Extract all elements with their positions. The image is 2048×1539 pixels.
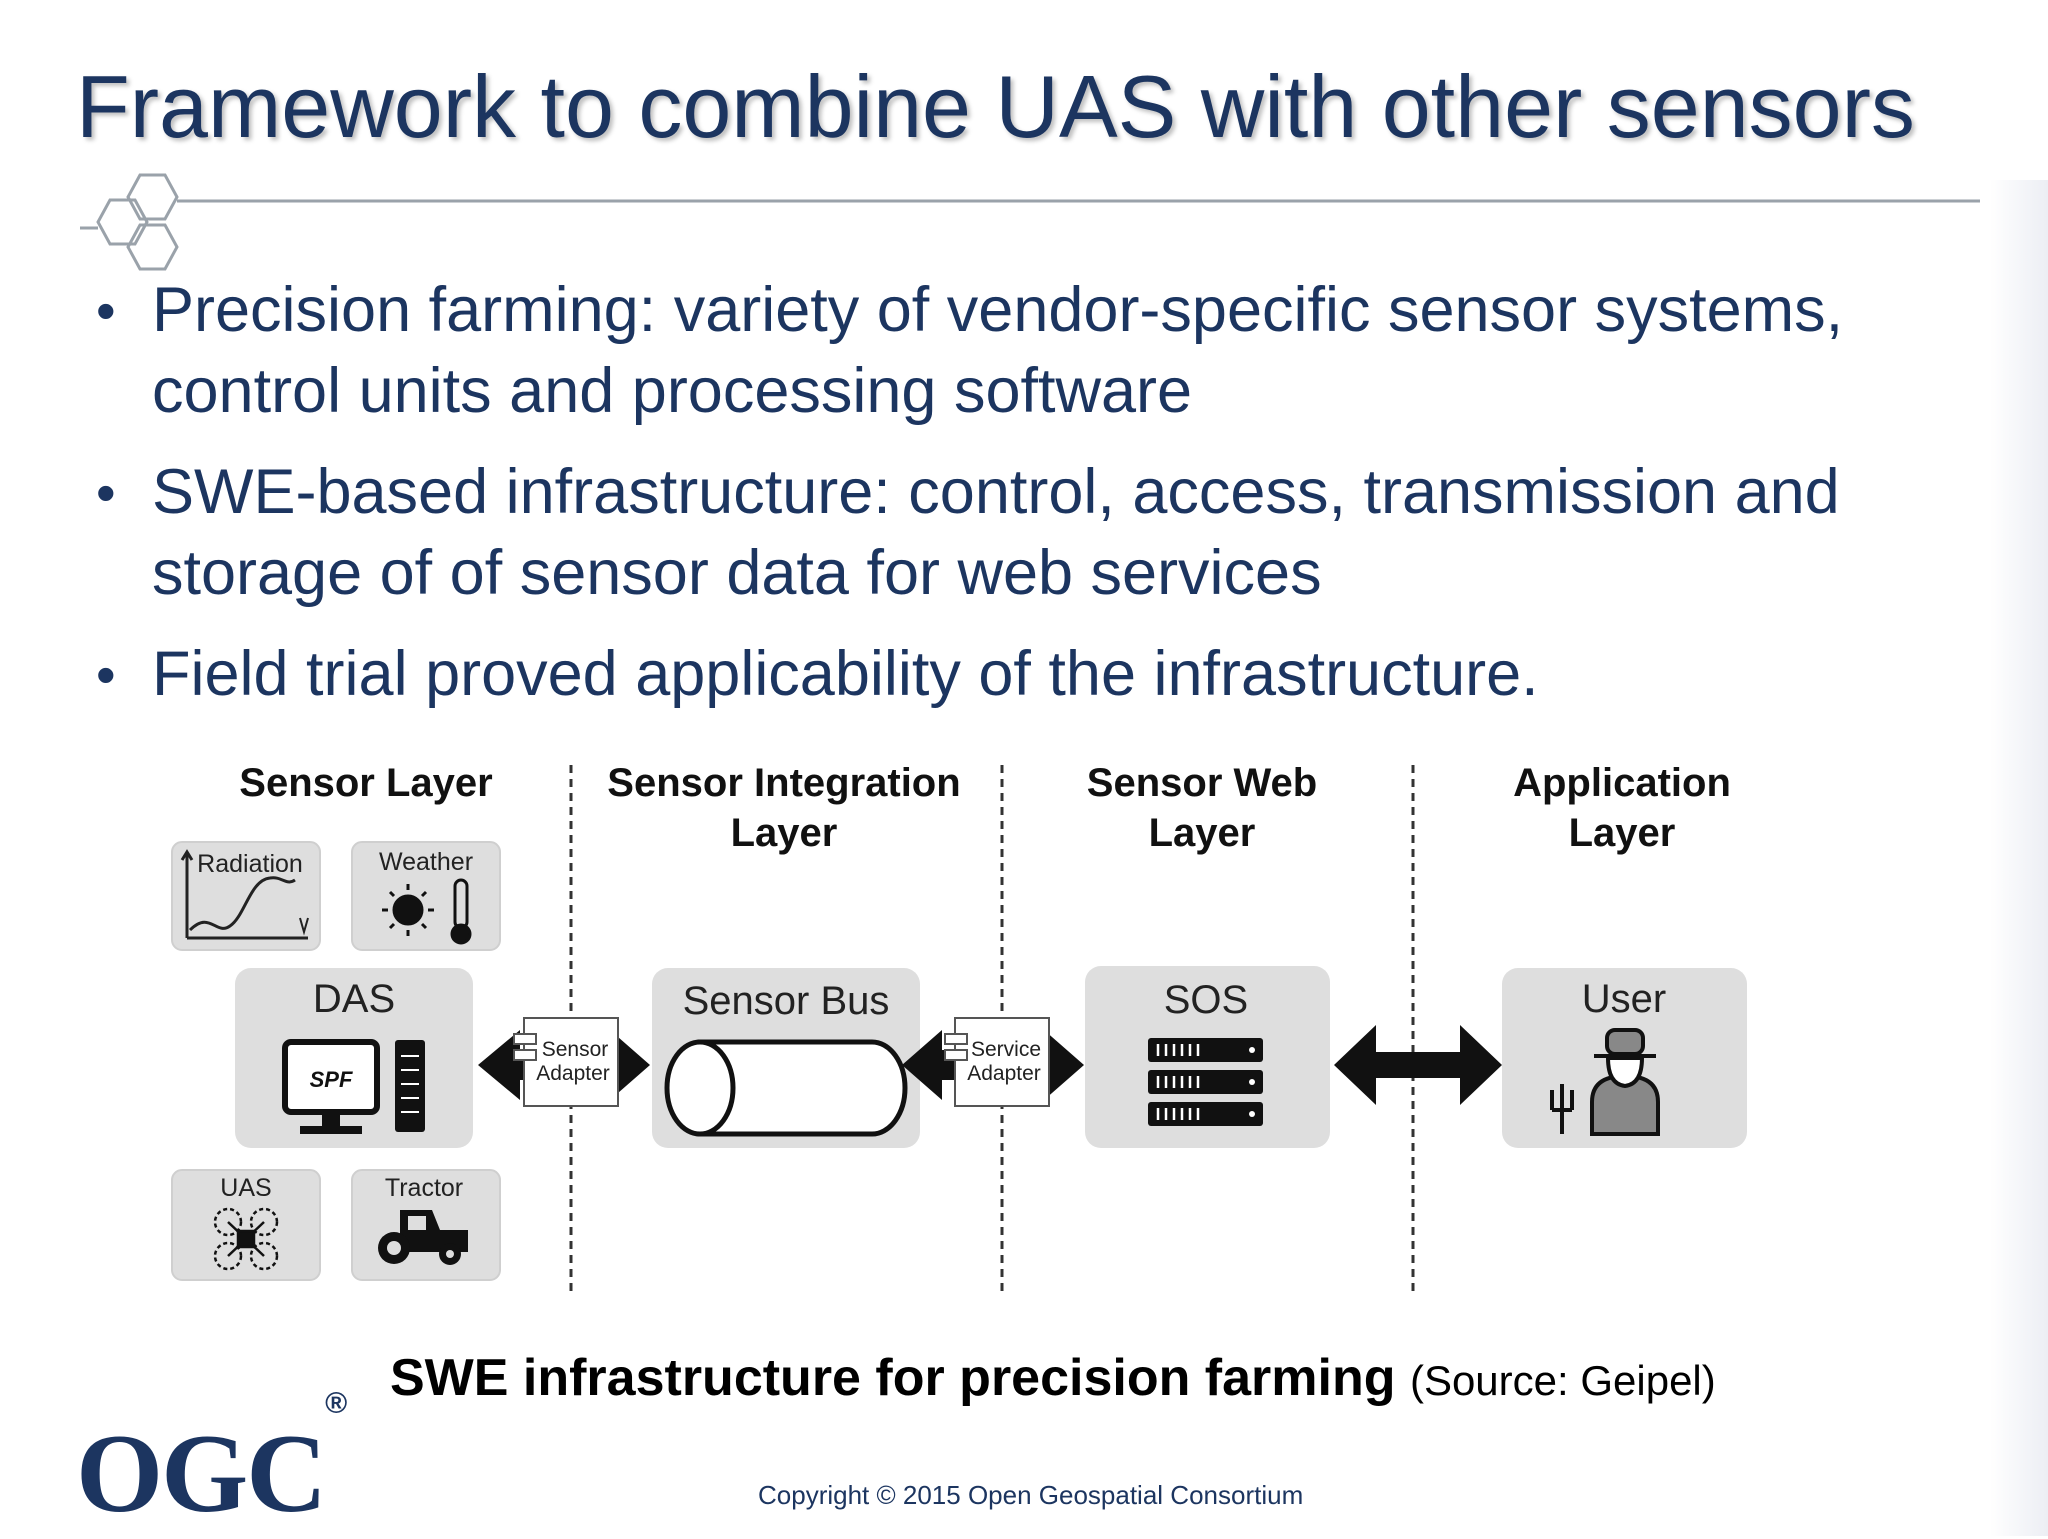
- svg-text:User: User: [1582, 977, 1666, 1021]
- hexagon-icon: [126, 173, 179, 221]
- caption-title: SWE infrastructure for precision farming: [390, 1349, 1396, 1407]
- svg-text:Adapter: Adapter: [967, 1062, 1041, 1085]
- ogc-logo: OGC®: [76, 1386, 347, 1536]
- drone-icon: [213, 1207, 279, 1271]
- sos-node: SOS: [1085, 966, 1330, 1148]
- user-node: User: [1502, 968, 1747, 1148]
- farmer-icon: [1550, 1028, 1660, 1136]
- svg-text:Service: Service: [971, 1038, 1041, 1061]
- hexagon-divider: [80, 173, 1980, 271]
- svg-text:Adapter: Adapter: [536, 1062, 610, 1085]
- layer-heading-line2: Layer: [1569, 811, 1676, 855]
- layer-heading: Sensor Web: [1087, 761, 1317, 805]
- computer-icon: SPF: [282, 1039, 380, 1134]
- background-shade: [1990, 180, 2048, 1536]
- svg-text:SOS: SOS: [1164, 978, 1248, 1022]
- tractor-icon: [378, 1210, 468, 1265]
- svg-text:Sensor: Sensor: [542, 1038, 609, 1061]
- server-rack-icon: [1148, 1038, 1263, 1126]
- bullet-item: •Field trial proved applicability of the…: [96, 634, 1996, 715]
- swe-architecture-diagram: Sensor Layer Sensor Integration Layer Se…: [171, 761, 1747, 1295]
- sensor-adapter: Sensor Adapter: [513, 1017, 619, 1107]
- arrow-bus-service-adapter: [902, 1030, 962, 1100]
- svg-text:SPF: SPF: [310, 1067, 353, 1092]
- layer-heading-line2: Layer: [731, 811, 838, 855]
- thermometer-icon: [450, 878, 472, 945]
- layer-heading: Application: [1513, 761, 1731, 805]
- uas-sensor-tile: UAS: [171, 1169, 321, 1281]
- hexagon-icon: [126, 223, 179, 271]
- sensor-bus-node: Sensor Bus: [652, 968, 920, 1148]
- layer-heading: Sensor Integration: [607, 761, 960, 805]
- bullet-icon: •: [96, 643, 116, 706]
- arrow-service-adapter-sos: [1020, 1030, 1084, 1100]
- radiation-graph-icon: [180, 849, 309, 940]
- svg-text:Sensor Bus: Sensor Bus: [683, 979, 890, 1023]
- arrow-das-sensor-adapter: [478, 1030, 555, 1100]
- diagram-caption: SWE infrastructure for precision farming…: [390, 1348, 1716, 1408]
- bullet-icon: •: [96, 461, 116, 524]
- layer-heading: Sensor Layer: [239, 761, 492, 805]
- svg-text:Radiation: Radiation: [197, 850, 303, 878]
- svg-text:DAS: DAS: [313, 977, 395, 1021]
- slide-title: Framework to combine UAS with other sens…: [76, 57, 1915, 156]
- layer-heading-line2: Layer: [1149, 811, 1256, 855]
- service-adapter: Service Adapter: [944, 1017, 1050, 1107]
- connection-arrows: [478, 1025, 1502, 1105]
- arrow-sos-user: [1334, 1025, 1502, 1105]
- registered-mark: ®: [325, 1386, 347, 1420]
- svg-text:Weather: Weather: [379, 848, 473, 876]
- bullet-item: •Precision farming: variety of vendor-sp…: [96, 270, 1996, 432]
- arrow-sensor-adapter-bus: [590, 1030, 650, 1100]
- weather-sensor-tile: Weather: [351, 841, 501, 951]
- tractor-sensor-tile: Tractor: [351, 1169, 501, 1281]
- cylinder-icon: [664, 1039, 908, 1137]
- copyright-text: Copyright © 2015 Open Geospatial Consort…: [758, 1480, 1304, 1510]
- bullet-item: •SWE-based infrastructure: control, acce…: [96, 452, 1996, 614]
- sun-icon: [382, 884, 434, 936]
- bullet-icon: •: [96, 279, 116, 342]
- radiation-sensor-tile: Radiation: [171, 841, 321, 951]
- bullet-list: •Precision farming: variety of vendor-sp…: [96, 270, 1996, 735]
- caption-source: (Source: Geipel): [1409, 1357, 1716, 1404]
- svg-text:UAS: UAS: [220, 1174, 271, 1202]
- hexagon-icon: [96, 198, 149, 246]
- server-tower-icon: [395, 1040, 425, 1132]
- das-node: DAS SPF: [235, 968, 473, 1148]
- svg-text:Tractor: Tractor: [385, 1174, 463, 1202]
